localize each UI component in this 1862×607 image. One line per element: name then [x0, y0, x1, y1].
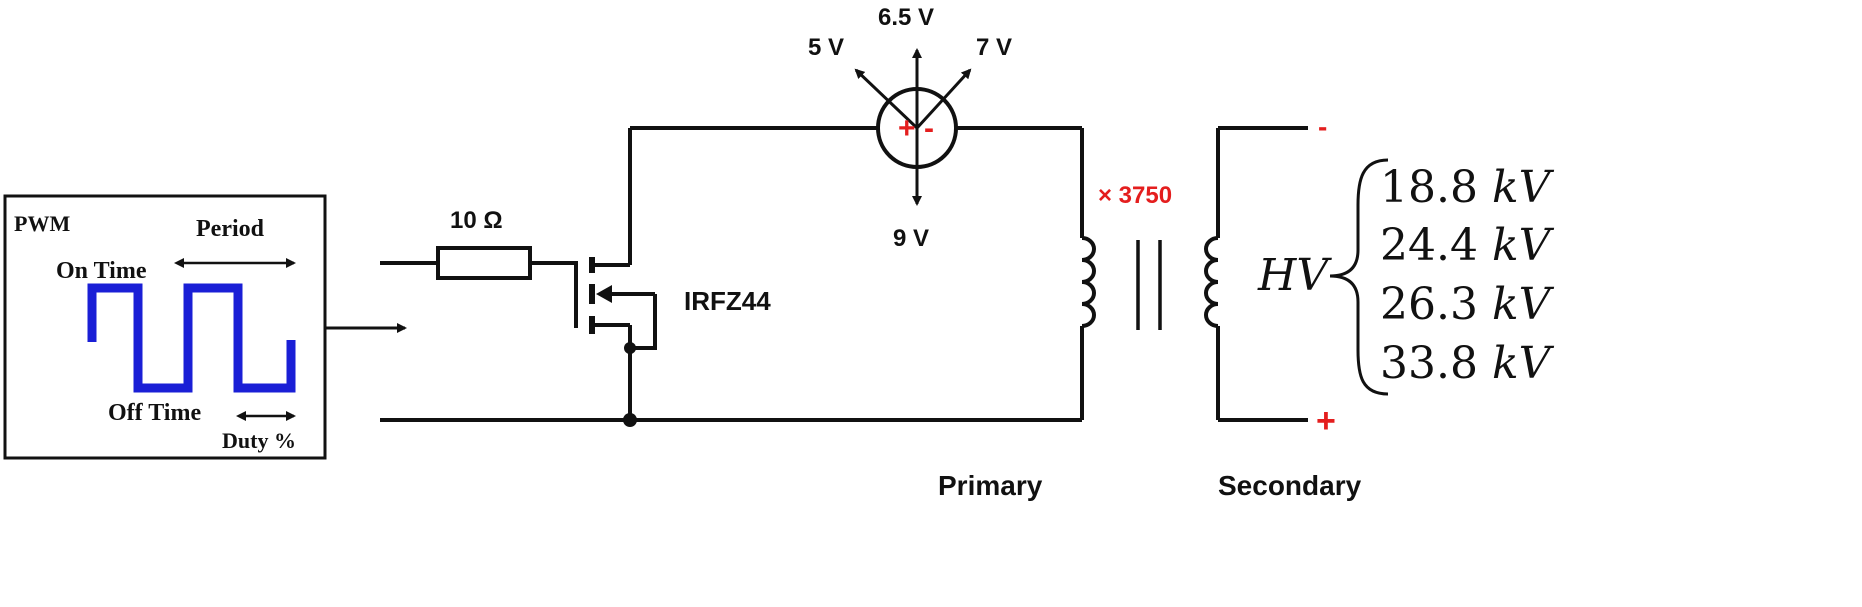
hv-value-number: 33.8 [1380, 338, 1478, 389]
hv-value-number: 18.8 [1380, 162, 1478, 213]
source-minus: - [924, 112, 934, 145]
hv-brace [1329, 158, 1389, 396]
pwm-title: PWM [14, 211, 70, 236]
ground-junction [623, 413, 637, 427]
gate-wire [530, 261, 578, 328]
variable-voltage-source: + - [854, 48, 972, 206]
hv-value-number: 24.4 [1380, 220, 1478, 271]
off-time-label: Off Time [108, 400, 201, 426]
voltage-7v: 7 V [976, 34, 1012, 61]
secondary-minus: - [1318, 111, 1327, 142]
hv-value-unit: kV [1492, 338, 1555, 389]
hv-value-2: 24.4 kV [1380, 220, 1555, 271]
turns-ratio-label: × 3750 [1098, 182, 1172, 209]
primary-label: Primary [938, 470, 1043, 501]
secondary-label: Secondary [1218, 470, 1362, 501]
hv-value-1: 18.8 kV [1380, 162, 1555, 213]
secondary-coil [1204, 236, 1219, 328]
resistor-label: 10 Ω [450, 207, 503, 234]
hv-value-unit: kV [1492, 279, 1555, 330]
hv-value-3: 26.3 kV [1380, 279, 1555, 330]
source-plus: + [898, 112, 916, 145]
duty-label: Duty % [222, 428, 296, 453]
mosfet-irfz44 [589, 128, 657, 420]
pwm-square-wave [87, 283, 296, 393]
hv-label: HV [1257, 250, 1332, 301]
pwm-generator: PWM Period On Time Off Time Duty % [3, 194, 327, 460]
hv-value-4: 33.8 kV [1380, 338, 1555, 389]
resistor-10-ohm [436, 246, 532, 280]
pwm-box-border [3, 194, 327, 460]
hv-value-unit: kV [1492, 220, 1555, 271]
hv-value-unit: kV [1492, 162, 1555, 213]
secondary-plus: + [1316, 402, 1336, 440]
period-label: Period [196, 216, 265, 242]
voltage-9v: 9 V [893, 225, 929, 252]
primary-coil [1081, 236, 1096, 328]
voltage-5v: 5 V [808, 34, 844, 61]
hv-value-number: 26.3 [1380, 279, 1478, 330]
mosfet-label: IRFZ44 [684, 286, 771, 316]
on-time-label: On Time [56, 258, 147, 284]
voltage-6-5v: 6.5 V [878, 4, 934, 31]
